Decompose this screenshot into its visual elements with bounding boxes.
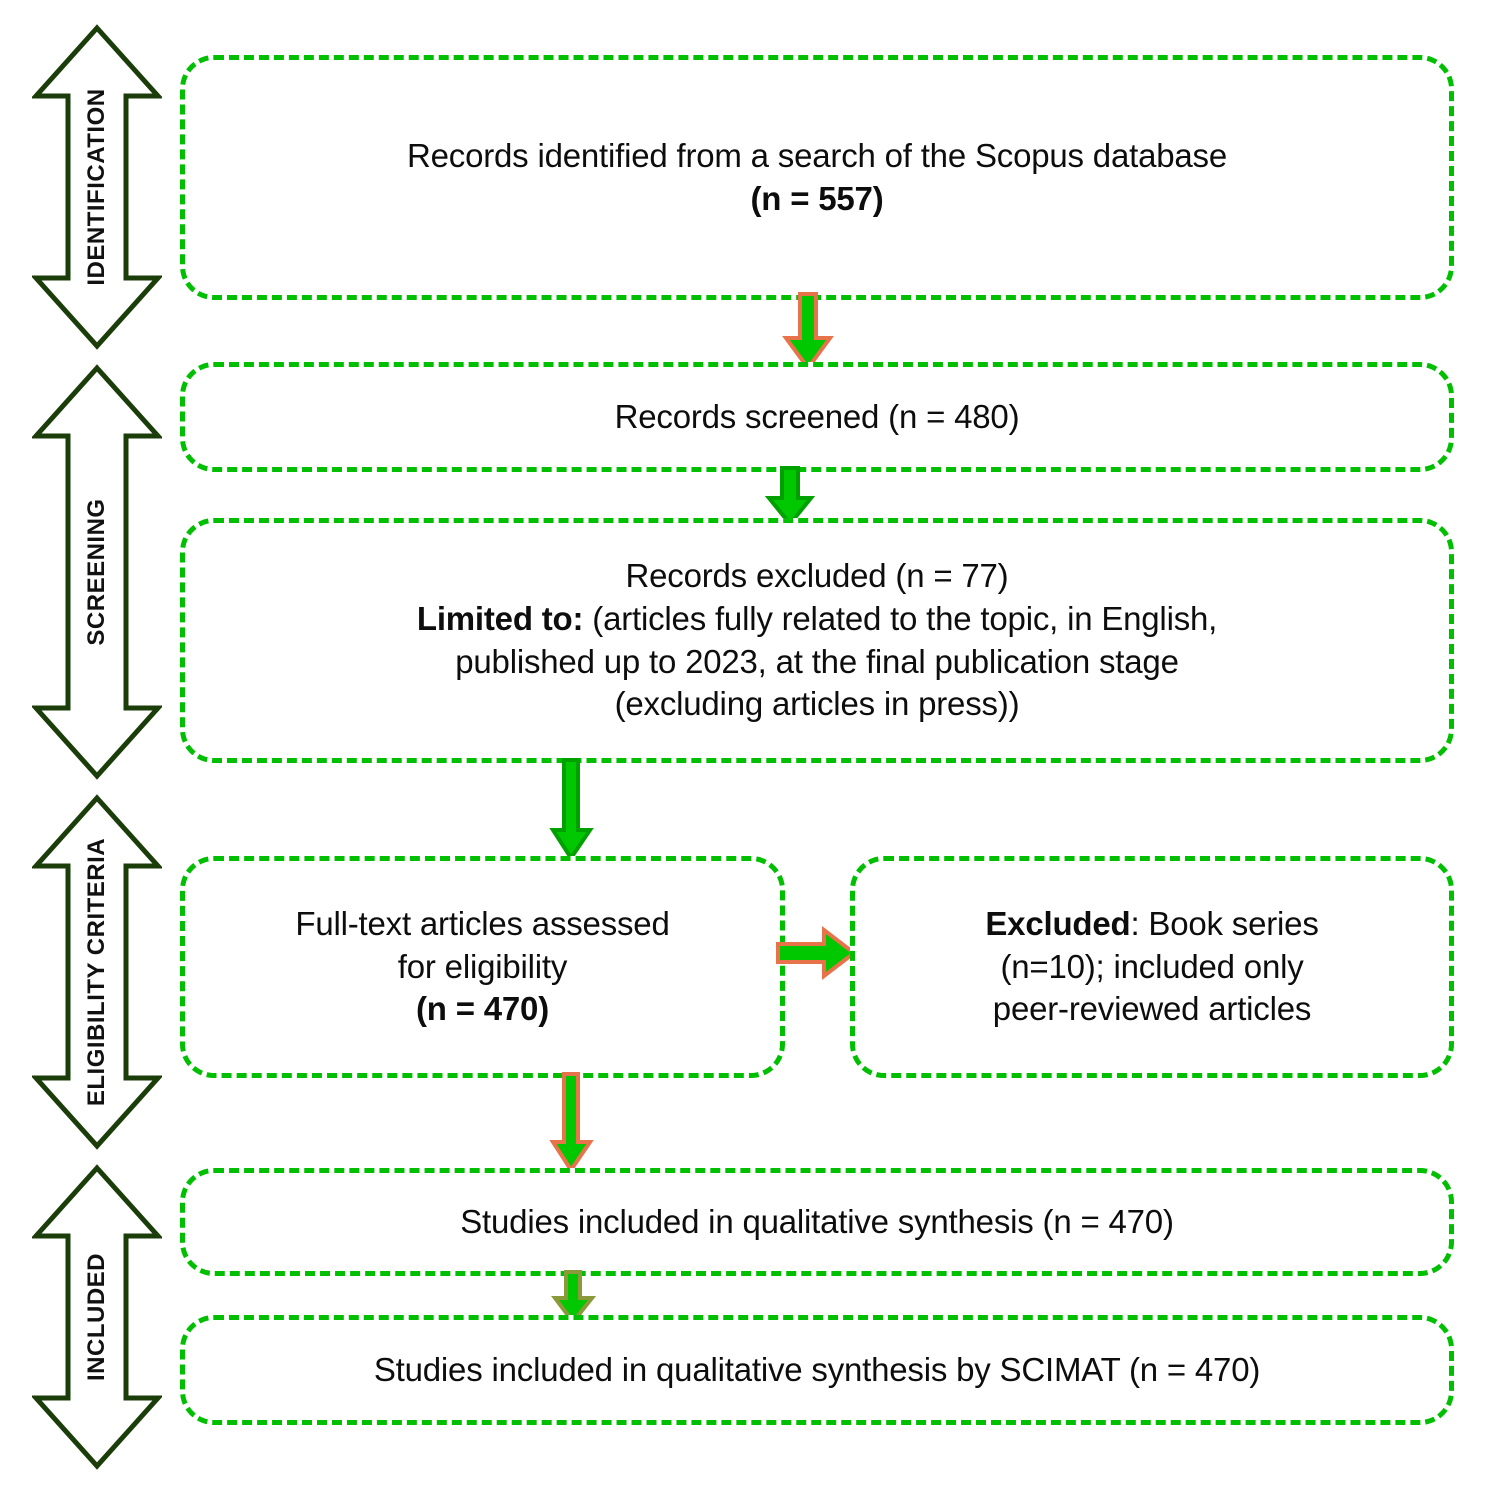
stage-label-screening: SCREENING	[83, 498, 110, 646]
connector-fulltext-to-excluded-book	[776, 922, 858, 984]
box1-line1: Records identified from a search of the …	[407, 136, 1227, 174]
box2-line1: Records screened (n = 480)	[614, 397, 1020, 435]
box3-line4: (excluding articles in press))	[614, 685, 1020, 723]
box5-line3: peer-reviewed articles	[992, 990, 1312, 1028]
box4-line3: (n = 470)	[415, 990, 549, 1028]
connector-fulltext-to-qualitative	[548, 1072, 596, 1174]
stage-arrow-identification: IDENTIFICATION	[32, 22, 162, 352]
box-excluded-book-series: Excluded: Book series (n=10); included o…	[850, 856, 1454, 1078]
box-full-text-assessed: Full-text articles assessed for eligibil…	[180, 856, 785, 1078]
stage-arrow-eligibility: ELIGIBILITY CRITERIA	[32, 792, 162, 1152]
stage-arrow-screening: SCREENING	[32, 362, 162, 782]
double-arrow-icon	[32, 24, 162, 350]
box-records-identified: Records identified from a search of the …	[180, 55, 1454, 300]
arrow-down-icon	[551, 1270, 597, 1326]
box-records-excluded-text: Records excluded (n = 77) Limited to: (a…	[417, 555, 1217, 727]
connector-identified-to-screened	[778, 292, 838, 372]
arrow-down-icon	[764, 466, 816, 528]
stage-label-included: INCLUDED	[83, 1253, 110, 1381]
connector-screened-to-excluded	[762, 466, 818, 528]
box7-line1: Studies included in qualitative synthesi…	[373, 1350, 1261, 1388]
box5-line2: (n=10); included only	[1000, 947, 1304, 985]
connector-qualitative-to-scimat	[551, 1270, 597, 1326]
box4-line1: Full-text articles assessed	[295, 904, 670, 942]
box-records-screened-text: Records screened (n = 480)	[615, 396, 1020, 439]
box-records-excluded: Records excluded (n = 77) Limited to: (a…	[180, 518, 1454, 763]
stage-label-identification: IDENTIFICATION	[83, 88, 110, 286]
box3-line3: published up to 2023, at the final publi…	[455, 642, 1179, 680]
connector-excluded-to-fulltext	[548, 758, 596, 862]
stage-arrow-included: INCLUDED	[32, 1162, 162, 1472]
arrow-down-icon	[549, 1072, 594, 1174]
box4-line2: for eligibility	[397, 947, 568, 985]
box-excluded-book-series-text: Excluded: Book series (n=10); included o…	[985, 903, 1318, 1032]
box-full-text-assessed-text: Full-text articles assessed for eligibil…	[295, 903, 669, 1032]
double-arrow-icon	[32, 364, 162, 780]
arrow-down-icon	[782, 292, 834, 372]
arrow-down-icon	[549, 758, 594, 862]
box-studies-scimat: Studies included in qualitative synthesi…	[180, 1315, 1454, 1425]
box-records-identified-text: Records identified from a search of the …	[407, 135, 1227, 221]
box-records-screened: Records screened (n = 480)	[180, 362, 1454, 472]
box5-line1-rest: : Book series	[1130, 904, 1319, 942]
box1-line2: (n = 557)	[750, 179, 884, 217]
box-studies-qualitative-text: Studies included in qualitative synthesi…	[460, 1201, 1174, 1244]
stage-label-eligibility: ELIGIBILITY CRITERIA	[83, 837, 110, 1107]
box3-line2-bold: Limited to:	[416, 599, 584, 637]
double-arrow-icon	[32, 1164, 162, 1470]
box6-line1: Studies included in qualitative synthesi…	[460, 1202, 1174, 1240]
double-arrow-icon	[32, 794, 162, 1150]
box5-line1-bold: Excluded	[985, 904, 1131, 942]
box-studies-scimat-text: Studies included in qualitative synthesi…	[374, 1349, 1260, 1392]
box-studies-qualitative: Studies included in qualitative synthesi…	[180, 1168, 1454, 1276]
box3-line1: Records excluded (n = 77)	[625, 556, 1009, 594]
box3-line2-rest: (articles fully related to the topic, in…	[583, 599, 1218, 637]
arrow-right-icon	[776, 925, 858, 981]
